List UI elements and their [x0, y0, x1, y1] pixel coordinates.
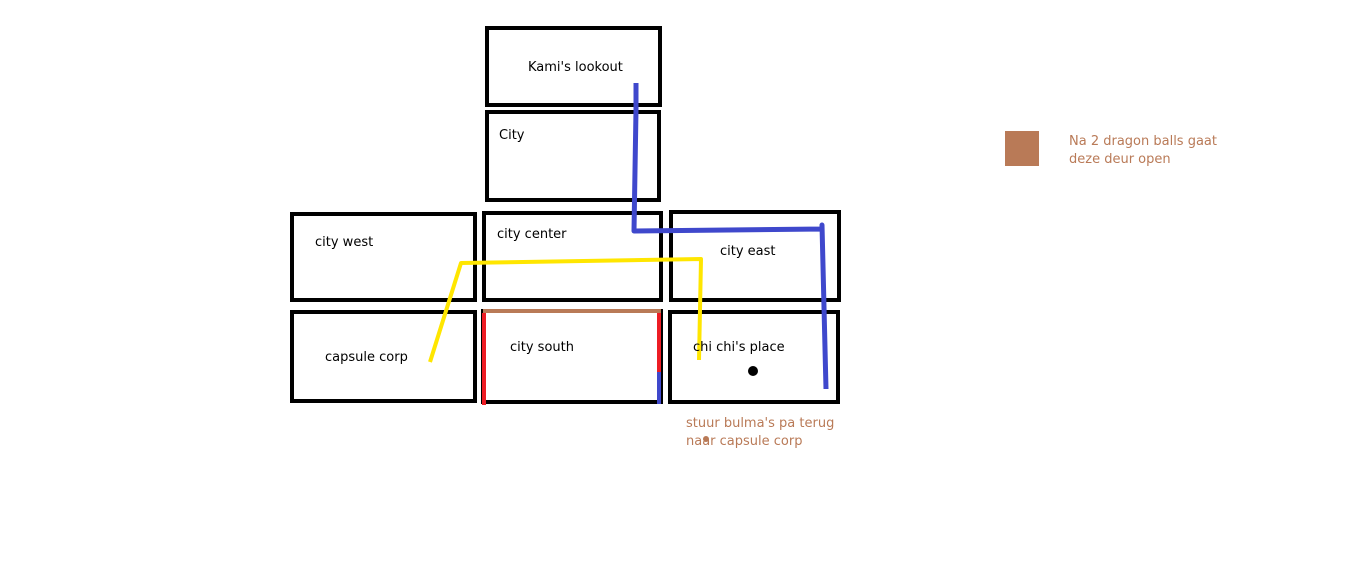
blue-path	[631, 83, 829, 390]
door-legend-note: Na 2 dragon balls gaat deze deur open	[1069, 133, 1217, 169]
quest-note-line2: naar capsule corp	[686, 434, 803, 449]
label-city-center: city center	[497, 227, 567, 242]
room-city-east	[669, 210, 841, 302]
quest-dot	[703, 436, 709, 442]
location-dot	[748, 366, 758, 376]
quest-note-line1: stuur bulma's pa terug	[686, 416, 835, 431]
room-kamis-lookout	[485, 26, 662, 107]
yellow-path	[428, 257, 703, 363]
label-kamis-lookout: Kami's lookout	[528, 60, 623, 75]
label-chi-chis-place: chi chi's place	[693, 340, 785, 355]
label-city-east: city east	[720, 244, 776, 259]
label-city-south: city south	[510, 340, 574, 355]
room-city-west	[290, 212, 477, 302]
door-legend-line2: deze deur open	[1069, 152, 1171, 167]
room-city	[485, 110, 661, 202]
door-legend-line1: Na 2 dragon balls gaat	[1069, 134, 1217, 149]
label-capsule-corp: capsule corp	[325, 350, 408, 365]
label-city: City	[499, 128, 525, 143]
door-legend-swatch	[1005, 131, 1039, 166]
room-city-center	[482, 211, 663, 302]
room-chi-chis-place	[668, 310, 840, 404]
quest-note: stuur bulma's pa terug naar capsule corp	[686, 415, 834, 451]
room-capsule-corp	[290, 310, 477, 403]
label-city-west: city west	[315, 235, 374, 250]
